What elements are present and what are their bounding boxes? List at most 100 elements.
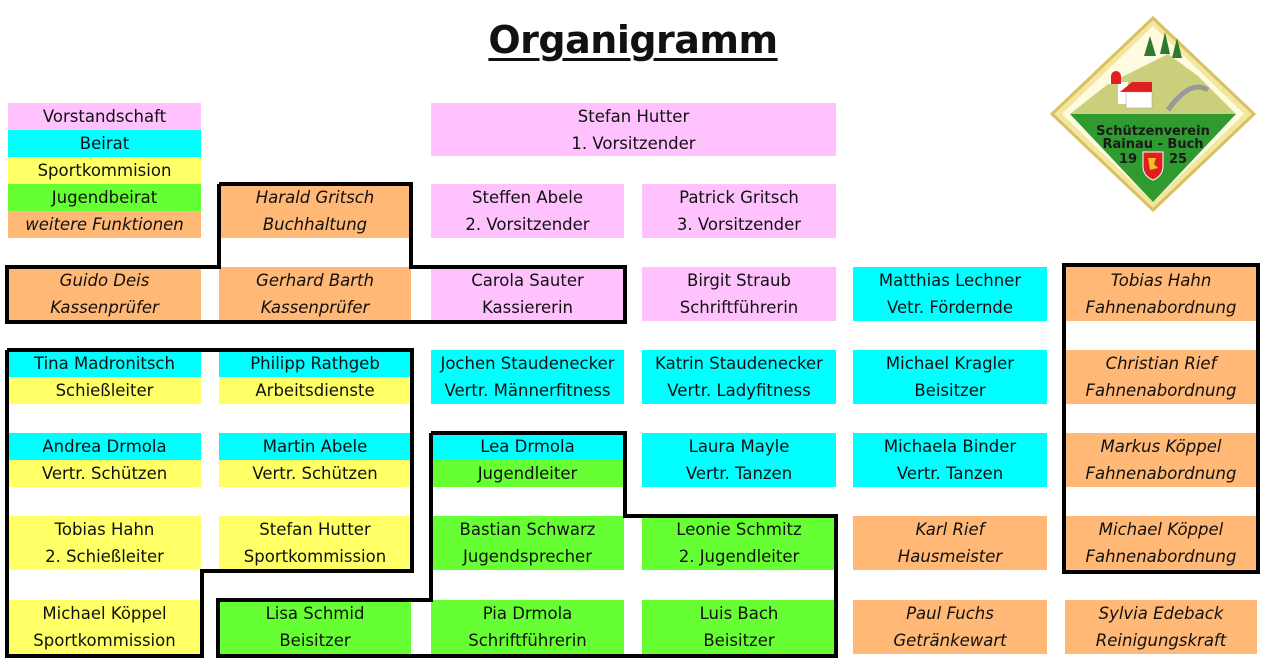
member-role: Vetr. Fördernde bbox=[886, 298, 1014, 317]
member-name: Lisa Schmid bbox=[265, 604, 365, 623]
legend-item-jugendbeirat: Jugendbeirat bbox=[8, 184, 201, 211]
logo-year-right: 25 bbox=[1169, 152, 1187, 167]
member-beisitzer-jugend1: Lisa Schmid Beisitzer bbox=[219, 600, 411, 654]
member-name: Sylvia Edeback bbox=[1098, 604, 1224, 623]
member-name: Tina Madronitsch bbox=[8, 350, 201, 377]
member-role: Vertr. Schützen bbox=[219, 460, 411, 487]
member-role: Schriftführerin bbox=[468, 631, 587, 650]
member-name: Stefan Hutter bbox=[577, 106, 690, 126]
member-name: Stefan Hutter bbox=[259, 520, 371, 539]
member-getraenkewart: Paul Fuchs Getränkewart bbox=[853, 600, 1047, 654]
member-name: Pia Drmola bbox=[482, 604, 573, 623]
member-role: Buchhaltung bbox=[262, 215, 368, 234]
member-schriftfuehrerin-jugend: Pia Drmola Schriftführerin bbox=[431, 600, 624, 654]
member-role: Fahnenabordnung bbox=[1085, 381, 1237, 400]
member-name: Jochen Staudenecker bbox=[440, 354, 615, 373]
member-kassiererin: Carola Sauter Kassiererin bbox=[431, 267, 624, 321]
member-schiessleiter2: Tobias Hahn 2. Schießleiter bbox=[8, 516, 201, 570]
member-name: Markus Köppel bbox=[1100, 437, 1222, 456]
member-jugendleiter: Lea Drmola Jugendleiter bbox=[431, 433, 624, 487]
member-role: Schriftführerin bbox=[679, 298, 799, 317]
member-name: Christian Rief bbox=[1105, 354, 1217, 373]
member-role: Vertr. Ladyfitness bbox=[667, 381, 811, 400]
member-kassenpruefer2: Gerhard Barth Kassenprüfer bbox=[219, 267, 411, 321]
member-schuetzen1: Andrea Drmola Vertr. Schützen bbox=[8, 433, 201, 487]
member-name: Gerhard Barth bbox=[256, 271, 374, 290]
member-role: Reinigungskraft bbox=[1095, 631, 1227, 650]
member-name: Martin Abele bbox=[219, 433, 411, 460]
member-fahne3: Markus Köppel Fahnenabordnung bbox=[1065, 433, 1257, 487]
logo-text-line1: Schützenverein bbox=[1096, 124, 1210, 139]
member-name: Michael Köppel bbox=[42, 604, 167, 623]
member-role: Hausmeister bbox=[897, 547, 1003, 566]
member-role: Fahnenabordnung bbox=[1085, 298, 1237, 317]
member-kassenpruefer1: Guido Deis Kassenprüfer bbox=[8, 267, 201, 321]
member-name: Michaela Binder bbox=[883, 437, 1017, 456]
member-name: Philipp Rathgeb bbox=[219, 350, 411, 377]
member-name: Tobias Hahn bbox=[1110, 271, 1212, 290]
member-role: Kassenprüfer bbox=[260, 298, 370, 317]
member-sportkommission1: Stefan Hutter Sportkommission bbox=[219, 516, 411, 570]
member-jugendsprecher: Bastian Schwarz Jugendsprecher bbox=[431, 516, 624, 570]
member-reinigung: Sylvia Edeback Reinigungskraft bbox=[1065, 600, 1257, 654]
member-name: Laura Mayle bbox=[688, 437, 790, 456]
member-schiessleiter: Tina Madronitsch Schießleiter bbox=[8, 350, 201, 404]
member-maennerfitness: Jochen Staudenecker Vertr. Männerfitness bbox=[431, 350, 624, 404]
legend: Vorstandschaft Beirat Sportkommision Jug… bbox=[8, 103, 201, 238]
member-role: Vertr. Schützen bbox=[8, 460, 201, 487]
page-title: Organigramm bbox=[488, 18, 778, 62]
frame-youth-group bbox=[216, 431, 838, 658]
member-hausmeister: Karl Rief Hausmeister bbox=[853, 516, 1047, 570]
frame-flag-group bbox=[1062, 263, 1260, 574]
member-role: 2. Schießleiter bbox=[45, 547, 164, 566]
member-sportkommission2: Michael Köppel Sportkommission bbox=[8, 600, 201, 654]
member-role: Vertr. Tanzen bbox=[896, 464, 1004, 483]
member-name: Michael Kragler bbox=[885, 354, 1015, 373]
member-role: Vertr. Männerfitness bbox=[444, 381, 611, 400]
member-role: Getränkewart bbox=[893, 631, 1007, 650]
member-name: Guido Deis bbox=[59, 271, 150, 290]
member-name: Katrin Staudenecker bbox=[655, 354, 823, 373]
member-buchhaltung: Harald Gritsch Buchhaltung bbox=[219, 184, 411, 238]
member-name: Karl Rief bbox=[915, 520, 985, 539]
member-foerdernde: Matthias Lechner Vetr. Fördernde bbox=[853, 267, 1047, 321]
member-jugendleiter2: Leonie Schmitz 2. Jugendleiter bbox=[642, 516, 836, 570]
member-tanzen1: Laura Mayle Vertr. Tanzen bbox=[642, 433, 836, 487]
member-role: Fahnenabordnung bbox=[1085, 464, 1237, 483]
member-role: Jugendsprecher bbox=[463, 547, 592, 566]
member-name: Andrea Drmola bbox=[8, 433, 201, 460]
member-fahne2: Christian Rief Fahnenabordnung bbox=[1065, 350, 1257, 404]
member-beisitzer-jugend2: Luis Bach Beisitzer bbox=[642, 600, 836, 654]
member-vorsitz1: Stefan Hutter 1. Vorsitzender bbox=[431, 103, 836, 156]
member-name: Luis Bach bbox=[699, 604, 779, 623]
member-role: Beisitzer bbox=[279, 631, 351, 650]
member-name: Steffen Abele bbox=[472, 188, 583, 207]
member-name: Matthias Lechner bbox=[878, 271, 1022, 290]
logo-text-line2: Rainau - Buch bbox=[1102, 137, 1203, 152]
member-vorsitz2: Steffen Abele 2. Vorsitzender bbox=[431, 184, 624, 238]
legend-item-sportkommision: Sportkommision bbox=[8, 157, 201, 184]
member-name: Patrick Gritsch bbox=[679, 188, 799, 207]
legend-item-vorstandschaft: Vorstandschaft bbox=[8, 103, 201, 130]
member-name: Carola Sauter bbox=[471, 271, 584, 290]
member-tanzen2: Michaela Binder Vertr. Tanzen bbox=[853, 433, 1047, 487]
member-role: Beisitzer bbox=[914, 381, 986, 400]
member-role: Schießleiter bbox=[8, 377, 201, 404]
member-fahne4: Michael Köppel Fahnenabordnung bbox=[1065, 516, 1257, 570]
member-fahne1: Tobias Hahn Fahnenabordnung bbox=[1065, 267, 1257, 321]
member-role: Fahnenabordnung bbox=[1085, 547, 1237, 566]
member-name: Michael Köppel bbox=[1098, 520, 1224, 539]
member-name: Lea Drmola bbox=[431, 433, 624, 460]
member-arbeitsdienste: Philipp Rathgeb Arbeitsdienste bbox=[219, 350, 411, 404]
legend-item-beirat: Beirat bbox=[8, 130, 201, 157]
member-role: Kassenprüfer bbox=[50, 298, 159, 317]
club-logo: Schützenverein Rainau - Buch 19 25 bbox=[1048, 14, 1258, 214]
member-name: Bastian Schwarz bbox=[459, 520, 596, 539]
member-schriftfuehrerin: Birgit Straub Schriftführerin bbox=[642, 267, 836, 321]
member-role: Arbeitsdienste bbox=[219, 377, 411, 404]
club-emblem-icon: Schützenverein Rainau - Buch 19 25 bbox=[1049, 15, 1257, 213]
logo-year-left: 19 bbox=[1119, 152, 1137, 167]
member-name: Leonie Schmitz bbox=[676, 520, 802, 539]
member-ladyfitness: Katrin Staudenecker Vertr. Ladyfitness bbox=[642, 350, 836, 404]
